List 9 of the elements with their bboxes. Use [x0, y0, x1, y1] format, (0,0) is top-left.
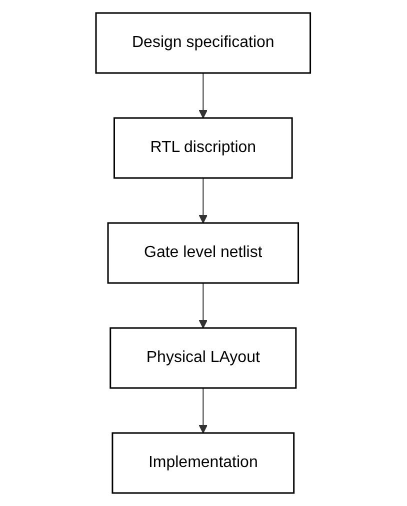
node-box: RTL discription	[114, 117, 294, 179]
node-box: Gate level netlist	[108, 222, 300, 284]
node-box: Implementation	[112, 432, 295, 494]
arrow	[199, 388, 208, 434]
node-box: Physical LAyout	[110, 327, 298, 389]
arrow	[199, 282, 208, 328]
arrow	[199, 178, 208, 224]
arrow	[199, 72, 208, 118]
node-box: Design specification	[96, 12, 312, 74]
